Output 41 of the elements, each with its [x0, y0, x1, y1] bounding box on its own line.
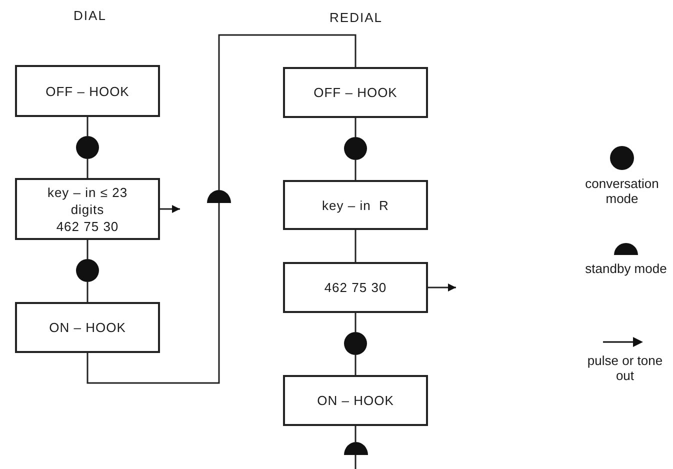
connector-line: [354, 355, 356, 375]
box-text: key – in ≤ 23 digits: [46, 184, 129, 218]
connector-line: [86, 282, 88, 302]
box-text: 462 75 30: [324, 279, 387, 296]
box-text: OFF – HOOK: [314, 84, 398, 101]
column-heading: REDIAL: [330, 10, 382, 25]
process-box: [15, 65, 160, 117]
standby-mode-dome: [207, 190, 231, 203]
column-heading: DIAL: [74, 8, 106, 23]
connector-line: [86, 117, 88, 136]
connector-line: [86, 203, 220, 384]
conversation-mode-dot: [344, 332, 367, 355]
connector-line: [354, 118, 356, 137]
process-box: [15, 302, 160, 353]
connector-line: [354, 160, 356, 180]
process-box: [283, 262, 428, 313]
connector-line: [86, 159, 88, 178]
legend-text: conversation mode: [584, 176, 660, 206]
process-box: [283, 67, 428, 118]
connector-line: [354, 455, 356, 469]
legend-text: standby mode: [584, 261, 668, 276]
process-box: [15, 178, 160, 240]
connector-line: [354, 313, 356, 332]
legend-text: pulse or tone out: [586, 353, 664, 383]
connector-line: [218, 34, 356, 190]
connector-line: [86, 240, 88, 259]
output-arrow: [428, 284, 456, 292]
connector-line: [354, 230, 356, 262]
connector-line: [354, 426, 356, 442]
standby-mode-dome: [344, 442, 368, 455]
conversation-mode-dot: [76, 136, 99, 159]
conversation-mode-dot: [344, 137, 367, 160]
process-box: [283, 375, 428, 426]
process-box: [283, 180, 428, 230]
output-arrow: [160, 205, 180, 213]
box-text: ON – HOOK: [317, 392, 394, 409]
box-text: 462 75 30: [56, 218, 119, 234]
box-text: key – in R: [322, 196, 389, 214]
box-text: OFF – HOOK: [46, 82, 130, 100]
conversation-mode-dot: [76, 259, 99, 282]
box-text: ON – HOOK: [49, 319, 126, 336]
